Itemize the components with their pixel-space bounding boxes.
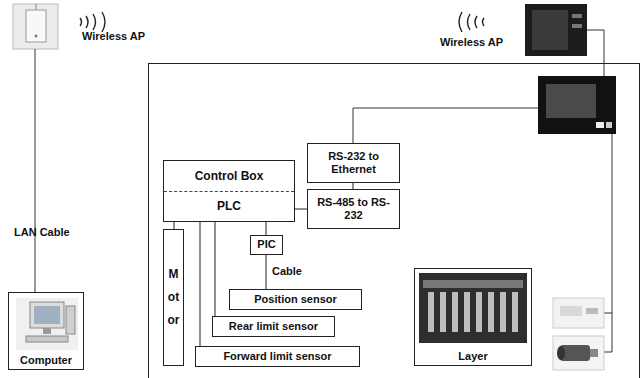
converter-box: RS-232 to Ethernet: [307, 143, 400, 183]
node-text: RS-485 to RS-232: [308, 196, 399, 222]
node-text: Computer: [9, 354, 83, 369]
edge-label: Cable: [271, 265, 303, 277]
system-frame: [149, 64, 640, 378]
controller-box: PIC: [250, 235, 283, 255]
node-text: Layer: [415, 350, 531, 365]
node-text: PLC: [164, 192, 294, 222]
wire-connector: [215, 222, 216, 316]
node-text: Motor: [168, 263, 180, 331]
sensor-box: Forward limit sensor: [195, 346, 360, 367]
node-text: Rear limit sensor: [213, 320, 334, 333]
wire: [587, 30, 604, 76]
node-text: PIC: [251, 238, 282, 251]
server-device: [538, 76, 616, 134]
wire: [353, 108, 538, 143]
wire-connector: [266, 255, 267, 289]
motor-box: Motor: [163, 229, 184, 366]
wire-connector: [174, 222, 175, 229]
wire-connector: [295, 209, 307, 210]
wave-symbol: [80, 12, 105, 32]
layer-photo: [419, 273, 527, 343]
device-label: Wireless AP: [82, 30, 145, 42]
device-photo: [553, 298, 604, 328]
control-box: Control BoxPLC: [163, 160, 295, 222]
cable-label: LAN Cable: [14, 226, 70, 238]
node-text: Control Box: [164, 161, 294, 192]
node-text: Forward limit sensor: [196, 350, 359, 363]
device-label: Wireless AP: [440, 36, 503, 48]
converter-box: RS-485 to RS-232: [307, 189, 400, 229]
lan-cable-line: [35, 49, 36, 292]
wire: [604, 134, 612, 352]
node-text: RS-232 to Ethernet: [308, 150, 399, 176]
wire-connector: [266, 222, 267, 235]
sensor-box: Rear limit sensor: [212, 316, 335, 337]
node-text: Position sensor: [230, 293, 361, 306]
wire-connector: [200, 222, 201, 346]
camera-photo: [553, 336, 604, 370]
computer-photo: [16, 298, 78, 350]
access-point-right: [525, 4, 587, 56]
sensor-box: Position sensor: [229, 289, 362, 310]
layer-box: Layer: [414, 268, 532, 366]
wave-symbol: [459, 12, 484, 32]
computer-box: Computer: [8, 292, 84, 370]
access-point-left: [13, 4, 58, 49]
